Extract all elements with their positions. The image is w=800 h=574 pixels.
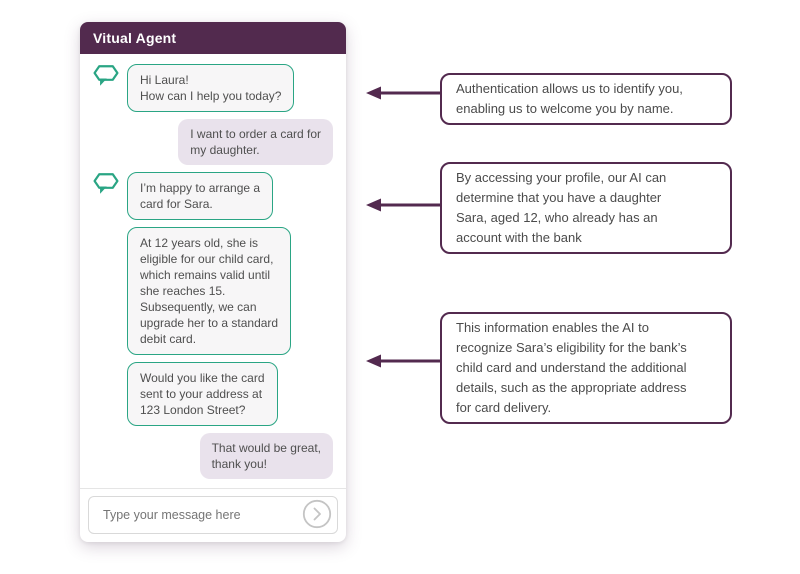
chat-title: Vitual Agent	[93, 30, 177, 46]
bot-avatar-icon	[93, 173, 119, 200]
user-message-bubble: That would be great, thank you!	[199, 433, 333, 479]
annotation-box-eligibility: This information enables the AI to recog…	[440, 312, 732, 424]
left-arrow-3	[366, 354, 441, 368]
annotation-box-profile: By accessing your profile, our AI can de…	[440, 162, 732, 254]
message-input-container	[88, 496, 338, 534]
bot-avatar-icon	[93, 65, 119, 92]
bot-message-bubble: At 12 years old, she is eligible for our…	[127, 227, 292, 355]
chat-footer	[80, 488, 346, 542]
bot-message-row: Hi Laura! How can I help you today?	[93, 64, 335, 112]
annotation-box-authentication: Authentication allows us to identify you…	[440, 73, 732, 125]
bot-message-bubble: I’m happy to arrange a card for Sara.	[127, 172, 274, 220]
bot-message-row: I’m happy to arrange a card for Sara.	[93, 172, 335, 220]
bot-message-row: At 12 years old, she is eligible for our…	[93, 227, 335, 355]
bot-message-bubble: Hi Laura! How can I help you today?	[127, 64, 295, 112]
user-message-row: I want to order a card for my daughter.	[93, 119, 335, 165]
bot-message-bubble: Would you like the card sent to your add…	[127, 362, 278, 426]
chat-widget: Vitual Agent Hi Laura! How can I help yo…	[80, 22, 346, 542]
user-message-row: That would be great, thank you!	[93, 433, 335, 479]
send-button[interactable]	[302, 499, 332, 532]
left-arrow-1	[366, 86, 441, 100]
chat-message-list: Hi Laura! How can I help you today? I wa…	[80, 54, 346, 488]
send-icon	[302, 499, 332, 532]
user-message-bubble: I want to order a card for my daughter.	[178, 119, 333, 165]
chat-header: Vitual Agent	[80, 22, 346, 54]
message-input[interactable]	[89, 508, 302, 522]
left-arrow-2	[366, 198, 441, 212]
bot-message-row: Would you like the card sent to your add…	[93, 362, 335, 426]
